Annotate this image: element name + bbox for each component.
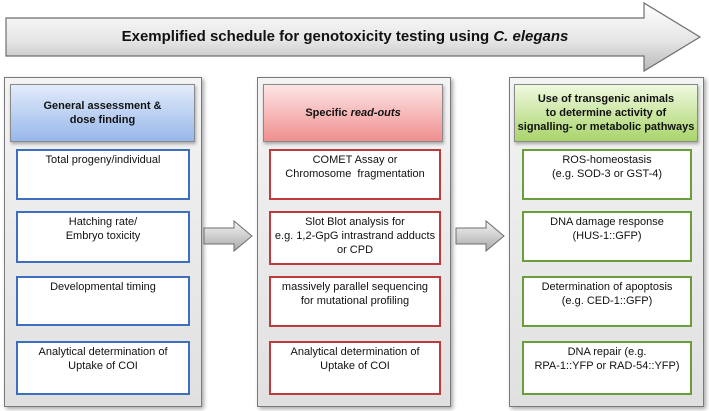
- card-dna-damage-response: DNA damage response (HUS-1::GFP): [522, 211, 692, 262]
- column-1-header-line: General assessment &: [43, 100, 162, 112]
- card-developmental-timing: Developmental timing: [16, 276, 190, 326]
- card-text: Total progeny/individual: [45, 154, 161, 166]
- card-text: for mutational profiling: [300, 295, 410, 307]
- card-text: (e.g. SOD-3 or GST-4): [551, 168, 663, 180]
- card-apoptosis: Determination of apoptosis (e.g. CED-1::…: [522, 276, 692, 327]
- card-parallel-sequencing: massively parallel sequencing for mutati…: [269, 276, 441, 327]
- card-comet-assay: COMET Assay or Chromosome fragmentation: [269, 149, 441, 200]
- card-text: (HUS-1::GFP): [572, 230, 642, 242]
- card-text: Analytical determination of: [290, 346, 420, 358]
- column-2-header-italic: read-outs: [350, 107, 401, 119]
- card-text: RPA-1::YFP or RAD-54::YFP): [534, 360, 680, 372]
- column-3-header-line: signalling- or metabolic pathways: [517, 121, 695, 133]
- column-2-header: Specific read-outs: [263, 84, 443, 142]
- card-ros-homeostasis: ROS-homeostasis (e.g. SOD-3 or GST-4): [522, 149, 692, 200]
- card-dna-repair: DNA repair (e.g. RPA-1::YFP or RAD-54::Y…: [522, 341, 692, 395]
- banner-title-text: Exemplified schedule for genotoxicity te…: [121, 28, 494, 45]
- column-3-header-line: Use of transgenic animals: [537, 93, 675, 105]
- card-text: DNA repair (e.g.: [567, 346, 647, 358]
- banner-title-italic: C. elegans: [493, 28, 569, 45]
- card-text: Hatching rate/: [68, 216, 138, 228]
- card-hatching-rate: Hatching rate/ Embryo toxicity: [16, 211, 190, 263]
- card-slot-blot: Slot Blot analysis for e.g. 1,2-GpG intr…: [269, 211, 441, 265]
- card-text: Analytical determination of: [38, 346, 168, 358]
- card-text: massively parallel sequencing: [281, 281, 429, 293]
- card-analytical-uptake-1: Analytical determination of Uptake of CO…: [16, 341, 190, 395]
- flow-arrow-1: [203, 219, 253, 253]
- column-2-header-text: Specific: [305, 107, 351, 119]
- banner-title: Exemplified schedule for genotoxicity te…: [0, 24, 690, 50]
- column-3-header: Use of transgenic animals to determine a…: [514, 84, 698, 142]
- card-text: Embryo toxicity: [65, 230, 141, 242]
- column-1-header: General assessment & dose finding: [10, 84, 195, 142]
- banner-arrow: [5, 1, 702, 73]
- card-text: DNA damage response: [550, 216, 664, 228]
- column-1-header-line: dose finding: [69, 114, 136, 126]
- card-analytical-uptake-2: Analytical determination of Uptake of CO…: [269, 341, 441, 395]
- card-total-progeny: Total progeny/individual: [16, 149, 190, 200]
- card-text: e.g. 1,2-GpG intrastrand adducts: [274, 230, 436, 242]
- card-text: Chromosome fragmentation: [285, 168, 425, 180]
- card-text: COMET Assay or: [312, 154, 398, 166]
- card-text: Uptake of COI: [320, 360, 390, 372]
- card-text: Uptake of COI: [68, 360, 138, 372]
- card-text: Determination of apoptosis: [541, 281, 673, 293]
- card-text: ROS-homeostasis: [562, 154, 652, 166]
- card-text: or CPD: [336, 244, 374, 256]
- flow-arrow-2: [455, 219, 505, 253]
- column-3-header-line: to determine activity of: [545, 107, 667, 119]
- card-text: (e.g. CED-1::GFP): [561, 295, 653, 307]
- card-text: Developmental timing: [50, 281, 156, 293]
- card-text: Slot Blot analysis for: [305, 216, 405, 228]
